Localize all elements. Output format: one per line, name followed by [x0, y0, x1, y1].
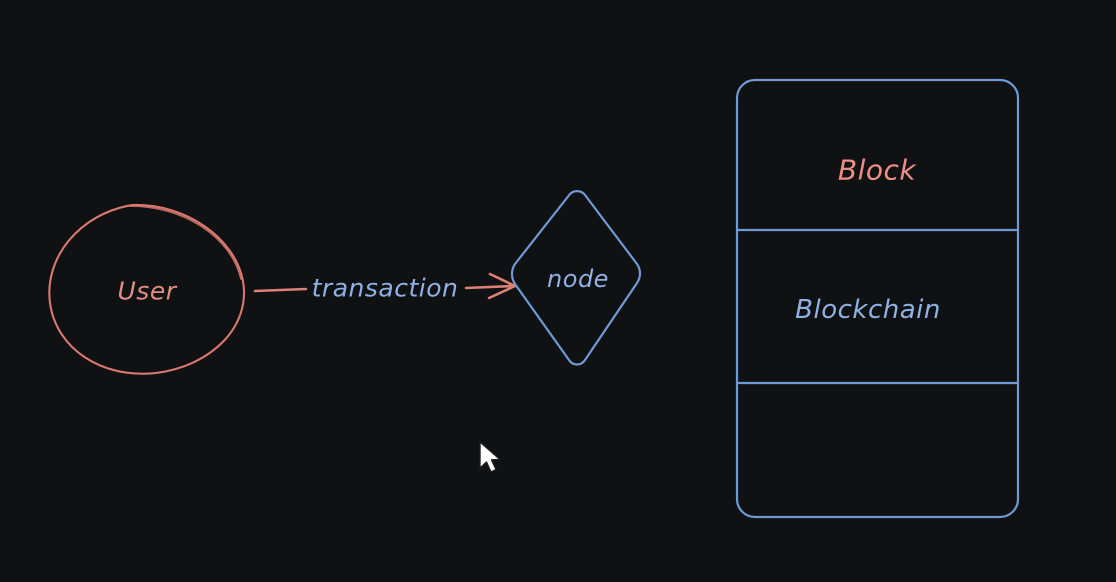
- shape-node-diamond[interactable]: [510, 190, 642, 366]
- shape-block-container[interactable]: [735, 78, 1020, 519]
- mouse-cursor: [479, 441, 501, 473]
- label-transaction: transaction: [311, 273, 459, 303]
- shape-user-ellipse[interactable]: [48, 203, 246, 375]
- edge-segment-right: [464, 284, 515, 290]
- edge-segment-left: [253, 287, 308, 293]
- arrowhead-lower-barb: [487, 284, 517, 300]
- edge-user-to-node[interactable]: [253, 272, 517, 300]
- label-node: node: [547, 265, 609, 293]
- user-ellipse-overstroke: [127, 205, 242, 280]
- arrowhead-upper-barb: [488, 272, 517, 288]
- block-container-outline: [735, 78, 1020, 519]
- node-diamond-outline: [510, 190, 642, 366]
- label-blockchain: Blockchain: [795, 295, 941, 325]
- cursor-arrow-icon: [479, 441, 501, 473]
- label-block: Block: [837, 153, 917, 187]
- user-ellipse-outline: [48, 203, 246, 375]
- label-user: User: [117, 276, 177, 306]
